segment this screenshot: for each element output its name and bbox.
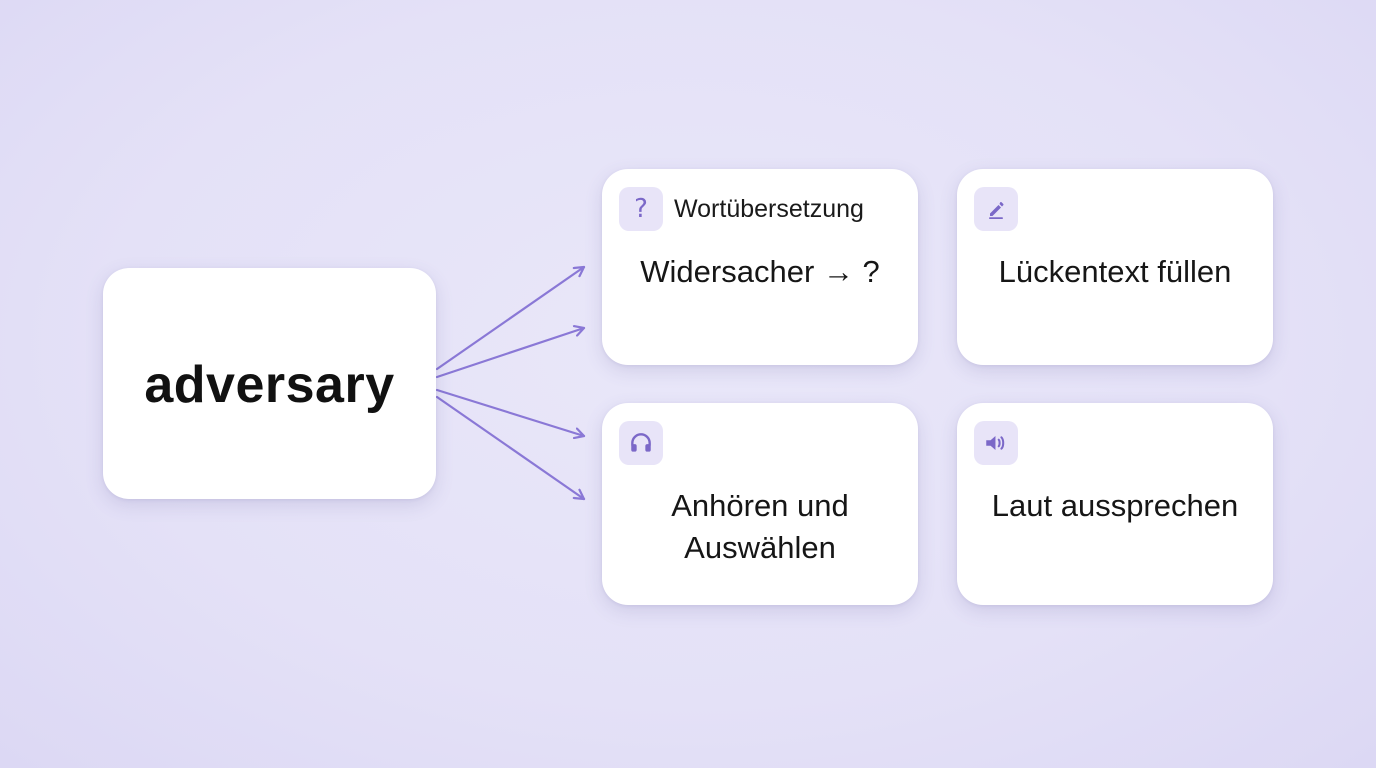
arrow-to-listen: [435, 388, 586, 436]
speaker-icon: [974, 421, 1018, 465]
vocabulary-word-card[interactable]: adversary: [103, 268, 436, 499]
exercise-title-speak: Laut aussprechen: [991, 488, 1239, 523]
exercise-header-translation: Wortübersetzung: [674, 195, 864, 223]
pencil-icon: [974, 187, 1018, 231]
exercise-title-listen-line1: Anhören und: [671, 488, 849, 523]
arrow-to-translation: [435, 265, 586, 371]
exercise-card-listen[interactable]: Anhören und Auswählen: [602, 403, 918, 605]
exercise-card-cloze[interactable]: Lückentext füllen: [957, 169, 1273, 365]
question-icon: ?: [619, 187, 663, 231]
arrow-to-speak: [435, 395, 586, 501]
exercise-title-cloze: Lückentext füllen: [998, 254, 1232, 289]
exercise-card-speak[interactable]: Laut aussprechen: [957, 403, 1273, 605]
exercise-title-listen: Anhören und Auswählen: [602, 485, 918, 569]
arrow-to-cloze: [435, 328, 586, 379]
exercise-title-translation: Widersacher → ?: [640, 254, 880, 289]
headphones-icon: [619, 421, 663, 465]
exercise-card-translation[interactable]: ? Wortübersetzung Widersacher → ?: [602, 169, 918, 365]
exercise-title-listen-line2: Auswählen: [684, 530, 836, 565]
vocabulary-word: adversary: [144, 355, 395, 414]
